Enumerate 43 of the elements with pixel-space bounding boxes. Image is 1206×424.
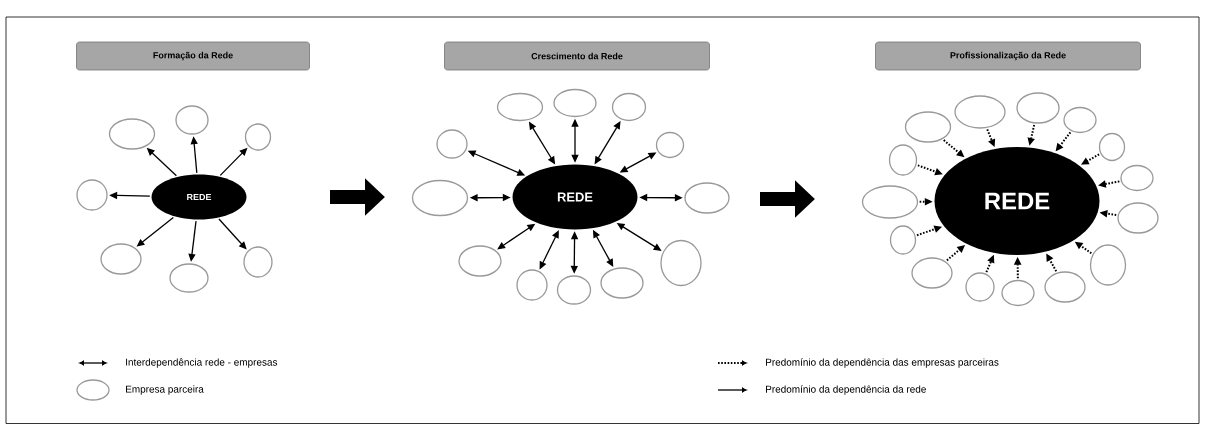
partner-ellipse: [954, 95, 1006, 129]
partner-ellipse: [660, 239, 702, 287]
header-box: Formação da Rede: [76, 41, 310, 71]
partner-ellipse: [496, 92, 544, 122]
partner-ellipse: [889, 225, 917, 255]
partner-ellipse: [411, 179, 469, 217]
partner-ellipse: [100, 243, 142, 275]
partner-ellipse: [243, 246, 273, 278]
header-box: Crescimento da Rede: [444, 41, 710, 71]
partner-ellipse: [861, 185, 919, 219]
partner-ellipse: [1117, 202, 1159, 234]
arrow: [218, 218, 247, 250]
partner-ellipse: [911, 257, 953, 289]
partner-ellipse: [1016, 92, 1060, 124]
partner-ellipse: [1001, 279, 1035, 307]
partner-ellipse: [244, 123, 272, 151]
partner-ellipse: [611, 92, 647, 122]
partner-ellipse: [458, 245, 502, 277]
partner-ellipse: [516, 269, 548, 301]
partner-ellipse: [556, 275, 592, 305]
partner-ellipse: [169, 263, 209, 293]
partner-ellipse: [1098, 132, 1126, 162]
partner-ellipse: [965, 272, 995, 302]
partner-ellipse: [904, 111, 952, 143]
partner-ellipse: [1120, 164, 1154, 192]
partner-ellipse: [684, 182, 730, 214]
partner-ellipse: [1063, 106, 1097, 134]
legend-label: Predomínio da dependência da rede: [766, 385, 926, 395]
partner-ellipse: [1044, 271, 1086, 303]
partner-ellipse: [888, 144, 918, 176]
partner-ellipse: [436, 129, 468, 159]
partner-ellipse: [76, 179, 108, 211]
legend-label: Interdependência rede - empresas: [126, 358, 278, 368]
partner-ellipse: [655, 131, 685, 159]
partner-ellipse: [600, 267, 644, 299]
partner-ellipse: [553, 88, 597, 118]
legend-label: Predomínio da dependência das empresas parceiras: [766, 358, 999, 368]
partner-ellipse: [1089, 244, 1127, 286]
legend-label: Empresa parceira: [126, 385, 204, 395]
partner-ellipse: [108, 118, 156, 150]
partner-ellipse: [175, 105, 209, 135]
arrow: [1081, 153, 1101, 165]
header-box: Profissionalização da Rede: [875, 41, 1141, 71]
